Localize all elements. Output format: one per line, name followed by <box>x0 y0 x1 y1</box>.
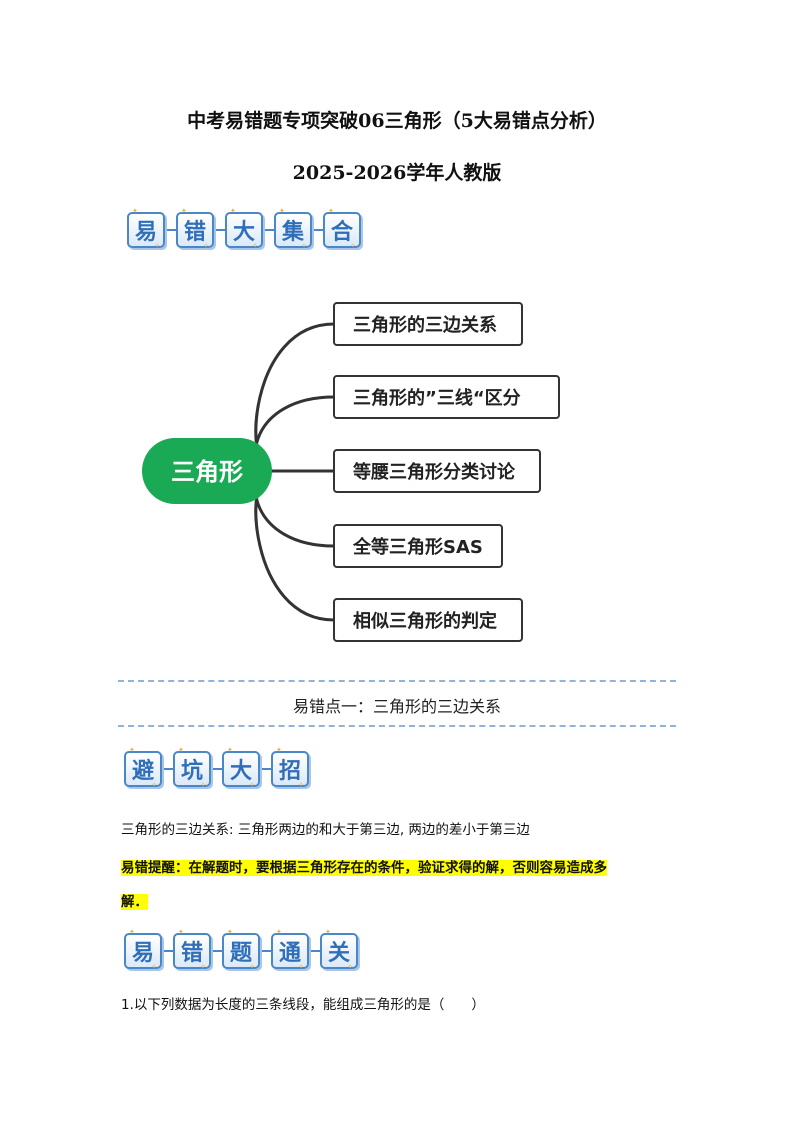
page-title: 中考易错题专项突破06三角形（5大易错点分析） <box>187 110 607 132</box>
sparkle-icon: ✧ <box>249 963 255 971</box>
sparkle-icon: ✧ <box>200 963 206 971</box>
badge-char: 错✦✧ <box>176 208 214 250</box>
badge-row-collection: 易✦✧错✦✧大✦✧集✦✧合✦✧ <box>127 208 361 250</box>
sparkle-icon: ✦ <box>276 928 282 936</box>
badge-connector <box>211 768 222 770</box>
section-title: 易错点一：三角形的三边关系 <box>292 697 501 716</box>
sparkle-icon: ✧ <box>252 242 258 250</box>
sparkle-icon: ✧ <box>301 242 307 250</box>
sparkle-icon: ✧ <box>249 781 255 789</box>
badge-connector <box>162 950 173 952</box>
badge-char: 集✦✧ <box>274 208 312 250</box>
mindmap-center-label: 三角形 <box>171 458 243 486</box>
badge-connector <box>214 229 225 231</box>
badge-connector <box>260 768 271 770</box>
divider-top <box>118 680 676 682</box>
sparkle-icon: ✦ <box>328 207 334 215</box>
sparkle-icon: ✧ <box>154 242 160 250</box>
badge-connector <box>165 229 176 231</box>
badge-row-pass: 易✦✧错✦✧题✦✧通✦✧关✦✧ <box>124 929 358 971</box>
sparkle-icon: ✧ <box>298 963 304 971</box>
sparkle-icon: ✦ <box>178 746 184 754</box>
sparkle-icon: ✦ <box>230 207 236 215</box>
sparkle-icon: ✦ <box>129 746 135 754</box>
sparkle-icon: ✧ <box>200 781 206 789</box>
badge-char: 通✦✧ <box>271 929 309 971</box>
page-subtitle: 2025-2026学年人教版 <box>292 162 502 184</box>
mindmap-branch-label: 全等三角形SAS <box>352 536 483 558</box>
rule-text: 三角形的三边关系: 三角形两边的和大于第三边, 两边的差小于第三边 <box>121 822 530 838</box>
badge-char: 大✦✧ <box>225 208 263 250</box>
badge-row-avoid: 避✦✧坑✦✧大✦✧招✦✧ <box>124 747 309 789</box>
mindmap-branch-box <box>333 302 523 346</box>
badge-char: 招✦✧ <box>271 747 309 789</box>
sparkle-icon: ✧ <box>203 242 209 250</box>
badge-connector <box>263 229 274 231</box>
sparkle-icon: ✦ <box>276 746 282 754</box>
badge-connector <box>309 950 320 952</box>
tip-line-2: 解． <box>121 890 148 910</box>
mindmap-branch-label: 三角形的”三线“区分 <box>353 387 521 409</box>
sparkle-icon: ✦ <box>227 928 233 936</box>
badge-char: 坑✦✧ <box>173 747 211 789</box>
sparkle-icon: ✦ <box>279 207 285 215</box>
mindmap-branch-label: 三角形的三边关系 <box>353 314 497 336</box>
sparkle-icon: ✦ <box>181 207 187 215</box>
sparkle-icon: ✦ <box>325 928 331 936</box>
mindmap-center-node <box>142 438 272 504</box>
sparkle-icon: ✧ <box>151 963 157 971</box>
badge-char: 避✦✧ <box>124 747 162 789</box>
badge-char: 易✦✧ <box>124 929 162 971</box>
badge-char: 合✦✧ <box>323 208 361 250</box>
badge-char: 关✦✧ <box>320 929 358 971</box>
sparkle-icon: ✦ <box>178 928 184 936</box>
mindmap-branch-box <box>333 449 541 493</box>
mindmap-branch-label: 相似三角形的判定 <box>353 610 497 632</box>
sparkle-icon: ✧ <box>151 781 157 789</box>
badge-connector <box>260 950 271 952</box>
badge-connector <box>162 768 173 770</box>
badge-char: 大✦✧ <box>222 747 260 789</box>
mindmap-branch-label: 等腰三角形分类讨论 <box>353 461 516 483</box>
badge-char: 错✦✧ <box>173 929 211 971</box>
divider-bottom <box>118 725 676 727</box>
mindmap-branch-box <box>333 598 523 642</box>
question-1: 1.以下列数据为长度的三条线段，能组成三角形的是（ ） <box>121 997 485 1013</box>
sparkle-icon: ✧ <box>298 781 304 789</box>
badge-connector <box>312 229 323 231</box>
tip-highlight-1: 易错提醒：在解题时，要根据三角形存在的条件，验证求得的解，否则容易造成多 <box>121 860 607 876</box>
tip-highlight-2: 解． <box>121 894 148 910</box>
sparkle-icon: ✦ <box>227 746 233 754</box>
tip-line-1: 易错提醒：在解题时，要根据三角形存在的条件，验证求得的解，否则容易造成多 <box>121 856 607 876</box>
badge-connector <box>211 950 222 952</box>
mindmap-branch-box <box>333 524 503 568</box>
sparkle-icon: ✧ <box>350 242 356 250</box>
sparkle-icon: ✦ <box>129 928 135 936</box>
sparkle-icon: ✦ <box>132 207 138 215</box>
badge-char: 易✦✧ <box>127 208 165 250</box>
badge-char: 题✦✧ <box>222 929 260 971</box>
sparkle-icon: ✧ <box>347 963 353 971</box>
mindmap-branch-box <box>333 375 560 419</box>
